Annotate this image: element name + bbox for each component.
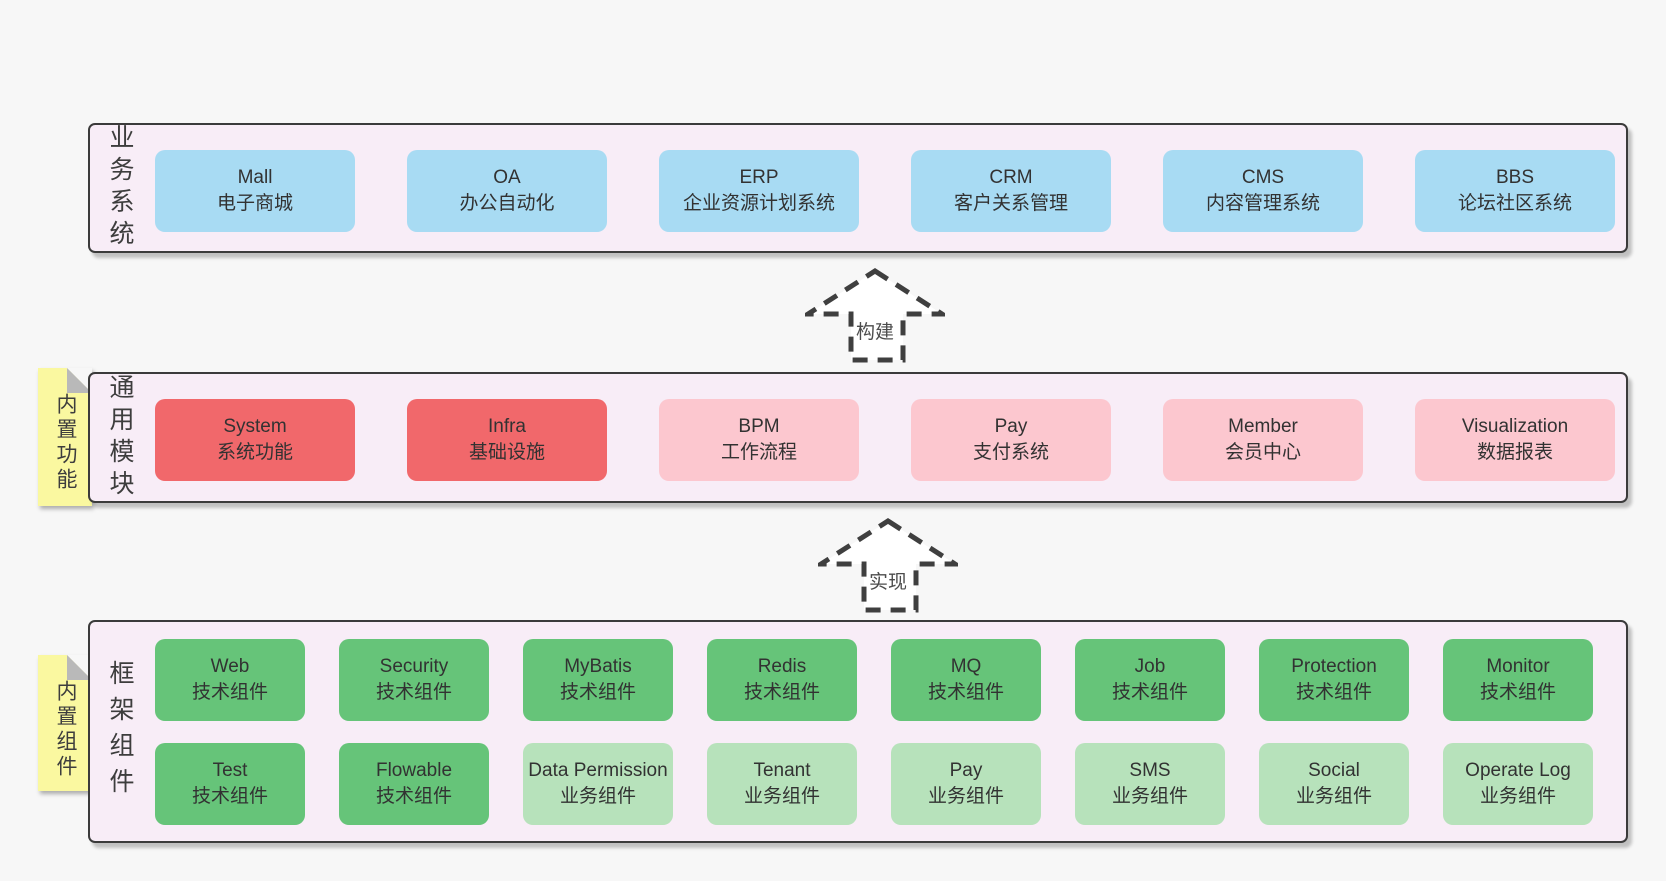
- box-system: System 系统功能: [155, 399, 355, 481]
- box-mybatis: MyBatis 技术组件: [523, 639, 673, 721]
- box-redis: Redis 技术组件: [707, 639, 857, 721]
- box-bpm: BPM 工作流程: [659, 399, 859, 481]
- box-cms: CMS 内容管理系统: [1163, 150, 1363, 232]
- box-pay-module: Pay 支付系统: [911, 399, 1111, 481]
- box-pay-component: Pay 业务组件: [891, 743, 1041, 825]
- band-business-systems: 业务系统 Mall 电子商城 OA 办公自动化 ERP 企业资源计划系统 CRM…: [88, 123, 1628, 253]
- box-operate-log: Operate Log 业务组件: [1443, 743, 1593, 825]
- build-arrow: 构建: [805, 266, 945, 366]
- box-monitor: Monitor 技术组件: [1443, 639, 1593, 721]
- box-job: Job 技术组件: [1075, 639, 1225, 721]
- dashed-up-arrow-icon: [805, 268, 945, 363]
- box-crm: CRM 客户关系管理: [911, 150, 1111, 232]
- box-security: Security 技术组件: [339, 639, 489, 721]
- box-oa: OA 办公自动化: [407, 150, 607, 232]
- box-social: Social 业务组件: [1259, 743, 1409, 825]
- band-label: 业务系统: [106, 124, 134, 252]
- business-systems-row: Mall 电子商城 OA 办公自动化 ERP 企业资源计划系统 CRM 客户关系…: [155, 150, 1615, 232]
- box-mq: MQ 技术组件: [891, 639, 1041, 721]
- framework-components-row-1: Web 技术组件 Security 技术组件 MyBatis 技术组件 Redi…: [155, 639, 1593, 721]
- arrow-label: 实现: [866, 567, 910, 594]
- framework-components-row-2: Test 技术组件 Flowable 技术组件 Data Permission …: [155, 743, 1593, 825]
- box-web: Web 技术组件: [155, 639, 305, 721]
- band-framework-components: 框架组件 Web 技术组件 Security 技术组件 MyBatis 技术组件…: [88, 620, 1628, 843]
- sticky-label: 内置组件: [54, 680, 77, 780]
- common-modules-row: System 系统功能 Infra 基础设施 BPM 工作流程 Pay 支付系统…: [155, 399, 1615, 481]
- sticky-built-in-components: 内置组件: [38, 655, 92, 791]
- box-tenant: Tenant 业务组件: [707, 743, 857, 825]
- implement-arrow: 实现: [818, 516, 958, 616]
- box-bbs: BBS 论坛社区系统: [1415, 150, 1615, 232]
- box-visualization: Visualization 数据报表: [1415, 399, 1615, 481]
- band-common-modules: 通用模块 System 系统功能 Infra 基础设施 BPM 工作流程 Pay…: [88, 372, 1628, 503]
- sticky-label: 内置功能: [54, 393, 77, 493]
- sticky-built-in-features: 内置功能: [38, 368, 92, 506]
- arrow-label: 构建: [853, 317, 897, 344]
- box-mall: Mall 电子商城: [155, 150, 355, 232]
- box-flowable: Flowable 技术组件: [339, 743, 489, 825]
- band-label: 通用模块: [106, 373, 134, 502]
- box-member: Member 会员中心: [1163, 399, 1363, 481]
- box-test: Test 技术组件: [155, 743, 305, 825]
- box-data-permission: Data Permission 业务组件: [523, 743, 673, 825]
- dashed-up-arrow-icon: [818, 518, 958, 613]
- box-sms: SMS 业务组件: [1075, 743, 1225, 825]
- box-erp: ERP 企业资源计划系统: [659, 150, 859, 232]
- box-protection: Protection 技术组件: [1259, 639, 1409, 721]
- box-infra: Infra 基础设施: [407, 399, 607, 481]
- band-label: 框架组件: [106, 659, 134, 804]
